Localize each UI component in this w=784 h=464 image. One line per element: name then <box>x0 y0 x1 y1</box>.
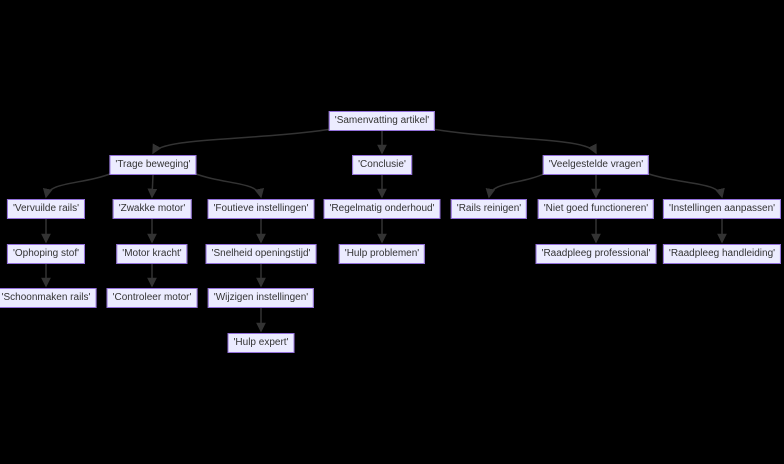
diagram-node-hulp-problemen: 'Hulp problemen' <box>338 244 426 264</box>
diagram-node-controleer-motor: 'Controleer motor' <box>106 288 198 308</box>
diagram-node-vervuilde-rails: 'Vervuilde rails' <box>6 199 86 219</box>
diagram-node-raadpleeg-handleiding: 'Raadpleeg handleiding' <box>662 244 782 264</box>
diagram-node-snelheid-openingstijd: 'Snelheid openingstijd' <box>205 244 317 264</box>
diagram-node-regelmatig-onderhoud: 'Regelmatig onderhoud' <box>323 199 441 219</box>
diagram-node-niet-goed-functioneren: 'Niet goed functioneren' <box>537 199 655 219</box>
diagram-node-raadpleeg-professional: 'Raadpleeg professional' <box>535 244 657 264</box>
diagram-node-samenvatting-artikel: 'Samenvatting artikel' <box>328 111 436 131</box>
diagram-node-conclusie: 'Conclusie' <box>352 155 412 175</box>
diagram-node-foutieve-instellingen: 'Foutieve instellingen' <box>207 199 315 219</box>
diagram-node-hulp-expert: 'Hulp expert' <box>227 333 295 353</box>
diagram-node-motor-kracht: 'Motor kracht' <box>116 244 188 264</box>
diagram-node-wijzigen-instellingen: 'Wijzigen instellingen' <box>207 288 315 308</box>
diagram-node-schoonmaken-rails: 'Schoonmaken rails' <box>0 288 97 308</box>
diagram-node-veelgestelde-vragen: 'Veelgestelde vragen' <box>542 155 650 175</box>
diagram-node-instellingen-aanpassen: 'Instellingen aanpassen' <box>662 199 782 219</box>
diagram-node-rails-reinigen: 'Rails reinigen' <box>450 199 528 219</box>
diagram-node-trage-beweging: 'Trage beweging' <box>109 155 197 175</box>
diagram-node-ophoping-stof: 'Ophoping stof' <box>6 244 86 264</box>
diagram-node-zwakke-motor: 'Zwakke motor' <box>112 199 192 219</box>
